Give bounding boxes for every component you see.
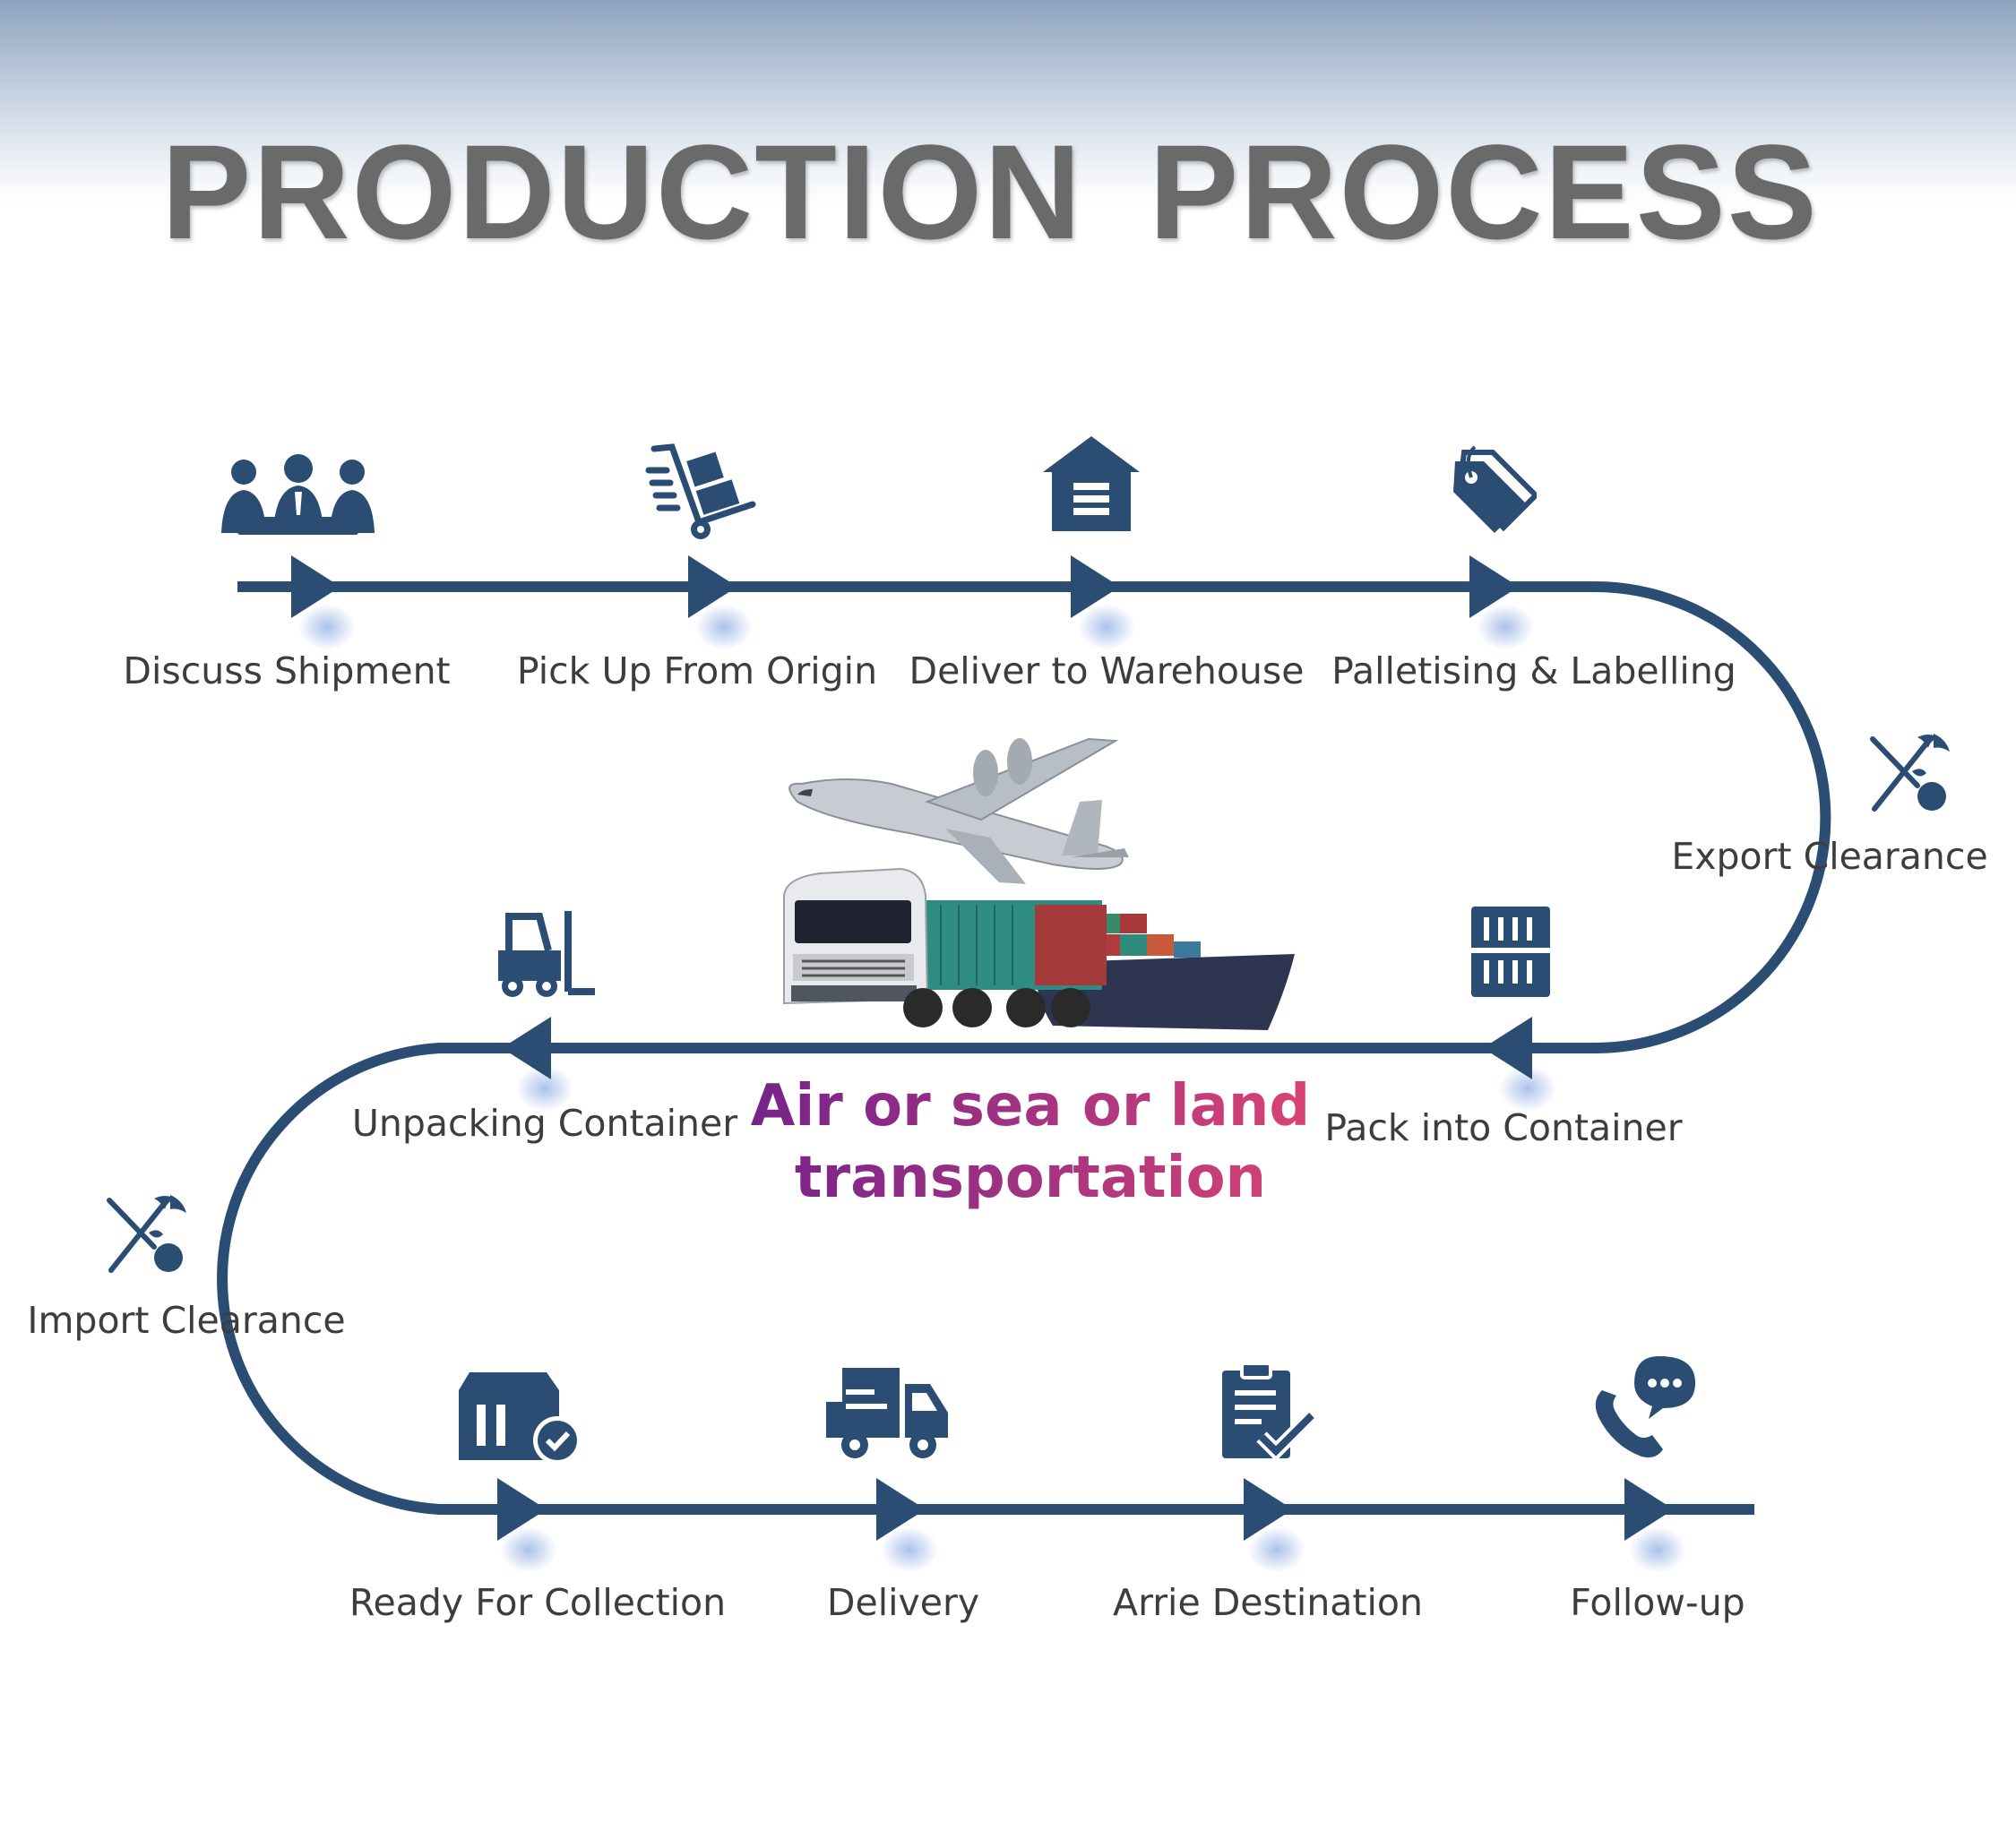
step-label-ready-for-collection: Ready For Collection <box>349 1581 727 1624</box>
direction-arrows <box>291 555 1674 1541</box>
arrow-shadows <box>298 604 1686 1573</box>
step-label-pack-into-container: Pack into Container <box>1324 1106 1683 1149</box>
step-label-import-clearance: Import Clearance <box>27 1299 346 1342</box>
arrow-right-7 <box>1244 1478 1293 1541</box>
arrow-left-1 <box>1483 1017 1532 1079</box>
step-label-pick-up-from-origin: Pick Up From Origin <box>516 649 878 692</box>
meeting-people-icon <box>221 454 375 535</box>
arrow-right-5 <box>497 1478 547 1541</box>
box-checkmark-icon <box>459 1372 582 1465</box>
arrow-right-8 <box>1624 1478 1674 1541</box>
arrow-right-1 <box>291 555 340 618</box>
transport-caption: Air or sea or land transportation <box>672 1070 1389 1214</box>
step-label-deliver-to-warehouse: Deliver to Warehouse <box>909 649 1305 692</box>
arrow-left-2 <box>502 1017 551 1079</box>
phone-chat-icon <box>1595 1356 1695 1457</box>
arrow-right-2 <box>688 555 737 618</box>
delivery-truck-icon <box>826 1368 948 1458</box>
step-label-palletising-labelling: Palletising & Labelling <box>1331 649 1736 692</box>
track-line <box>217 581 1831 1515</box>
arrow-right-3 <box>1071 555 1120 618</box>
header-background <box>0 0 2016 206</box>
airplane-truck-ship-illustration <box>783 737 1295 1030</box>
step-label-follow-up: Follow-up <box>1570 1581 1745 1624</box>
step-label-unpacking-container: Unpacking Container <box>351 1102 738 1145</box>
step-label-export-clearance: Export Clearance <box>1671 835 1988 878</box>
price-tag-icon <box>1453 445 1537 533</box>
step-label-discuss-shipment: Discuss Shipment <box>123 649 451 692</box>
warehouse-icon <box>1043 436 1140 531</box>
hand-truck-icon <box>645 443 756 539</box>
shipping-container-icon <box>1471 907 1550 997</box>
transport-caption-line1: Air or sea or land <box>750 1073 1311 1139</box>
arrow-right-6 <box>876 1478 926 1541</box>
step-label-arrie-destination: Arrie Destination <box>1113 1581 1423 1624</box>
step-label-delivery: Delivery <box>826 1581 980 1624</box>
forklift-icon <box>498 911 595 997</box>
airplane <box>788 737 1129 884</box>
customs-caduceus-icon <box>107 1195 186 1273</box>
customs-caduceus-icon <box>1870 734 1950 812</box>
arrow-right-4 <box>1469 555 1519 618</box>
page-title: PRODUCTION PROCESS <box>161 116 1819 267</box>
truck <box>783 867 1107 1027</box>
transport-caption-line2: transportation <box>794 1145 1267 1211</box>
clipboard-check-icon <box>1222 1362 1317 1460</box>
